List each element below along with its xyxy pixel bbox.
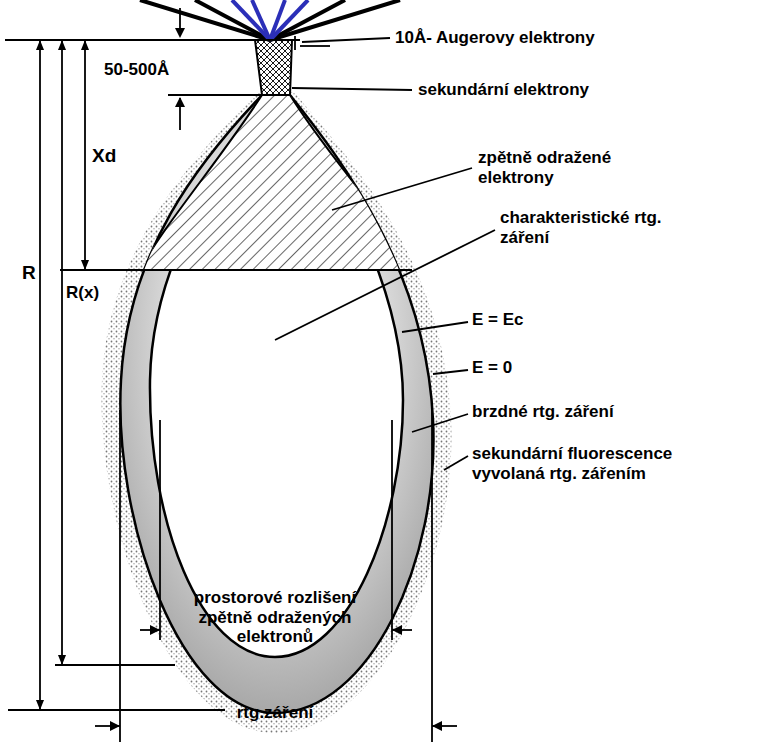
auger-label: 10Å- Augerovy elektrony [395,28,595,48]
resolution-label: prostorové rozlišení zpětně odražených e… [193,588,357,647]
secondary-label: sekundární elektrony [418,80,589,100]
bremsstrahlung-label: brzdné rtg. záření [472,402,614,422]
xray-label: rtg.záření [175,703,375,723]
r-label: R [22,262,36,284]
fluorescence-label: sekundární fluorescence vyvolaná rtg. zá… [472,444,717,483]
characteristic-label: charakteristické rtg. záření [500,208,715,247]
ec-label: E = Ec [472,310,524,330]
depth-label: 50-500Å [104,60,169,80]
backscatter-label: zpětně odražené elektrony [478,148,648,187]
xd-label: Xd [92,145,116,167]
rx-label: R(x) [66,283,99,303]
zero-label: E = 0 [472,358,512,378]
